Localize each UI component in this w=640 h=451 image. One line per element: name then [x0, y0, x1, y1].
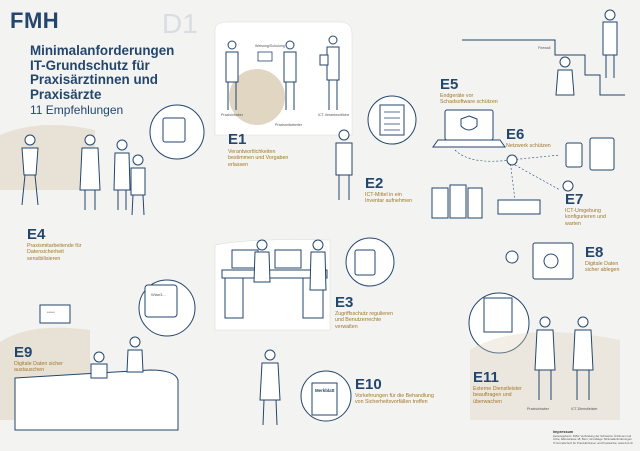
e1-person-middle — [283, 40, 297, 110]
label-merkblatt: Merkblatt — [315, 388, 335, 393]
rec-text-e8: Digitale Daten sicher ablegen — [585, 261, 620, 274]
e10-merkblatt — [311, 382, 338, 416]
e5-firewall-wall — [462, 39, 625, 96]
e2-inventory-list — [379, 104, 405, 136]
e1-person-right — [319, 35, 340, 110]
rec-code-e2: E2 — [365, 175, 384, 192]
e4-lock-tablet — [162, 117, 186, 143]
rec-code-e6: E6 — [506, 126, 525, 143]
rec-text-e9: Digitale Daten sicher austauschen — [14, 361, 63, 374]
label-weisung: Weisung/Schulung — [255, 44, 285, 48]
e2-checklist-lines — [384, 111, 400, 131]
label-ict-dienstleister: ICT-Dienstleister — [571, 407, 598, 411]
e8-safe-dial — [543, 253, 559, 269]
e1-handover-document — [257, 51, 273, 62]
e1-person-left — [225, 40, 239, 110]
rec-code-e8: E8 — [585, 244, 604, 261]
e11-person-left — [534, 316, 556, 400]
e5-shield-icon — [460, 115, 478, 131]
e9-reception-desk — [14, 369, 179, 431]
rec-code-e9: E9 — [14, 344, 33, 361]
e7-router — [497, 199, 541, 215]
e5-laptop-base — [432, 139, 506, 148]
e6-phone — [565, 142, 583, 168]
rec-code-e10: E10 — [355, 376, 382, 393]
poster-subtitle: 11 Empfehlungen — [30, 103, 124, 117]
e6-lock-icon — [506, 154, 518, 166]
rec-text-e11: Externe Dienstleister beauftragen und üb… — [473, 386, 522, 405]
label-ict-verantwortlich: ICT-Verantwortliche — [318, 113, 350, 117]
e4-people — [21, 134, 146, 216]
e3-desk-leg-left — [224, 277, 244, 319]
footnote-text: Herausgeberin: FMH; Verbindung der Schwe… — [553, 434, 634, 445]
e3-people — [253, 239, 327, 291]
e7-gear-icon — [562, 180, 574, 192]
rec-text-e1: Verantwortlichkeiten bestimmen und Vorga… — [228, 149, 289, 168]
rec-code-e7: E7 — [565, 191, 584, 208]
e6-tablet — [589, 137, 615, 171]
e9-envelope — [39, 304, 71, 324]
e9-people — [90, 336, 144, 379]
e7-server-rack — [431, 184, 483, 219]
e3-password-card — [354, 249, 376, 276]
rec-code-e11: E11 — [473, 369, 499, 386]
rec-text-e6: Netzwerk schützen — [506, 143, 551, 149]
rec-text-e3: Zugriffsschutz regulieren und Benutzerre… — [335, 311, 393, 330]
poster-title: Minimalanforderungen IT-Grundschutz für … — [30, 43, 175, 102]
fmh-logo: FMH — [10, 8, 60, 33]
footnote-title: Impressum — [553, 430, 574, 434]
rec-text-e10: Vorkehrungen für die Behandlung von Sich… — [355, 393, 434, 406]
rec-text-e5: Endgeräte vor Schadsoftware schützen — [440, 93, 498, 106]
e2-person — [335, 129, 353, 200]
label-praxisinhaber-e1: Praxisinhaber — [221, 113, 243, 117]
e11-person-right — [572, 316, 594, 400]
rec-text-e4: Praxismitarbeitende für Datensicherheit … — [27, 243, 82, 262]
rec-text-e2: ICT-Mittel in ein Inventar aufnehmen — [365, 192, 413, 205]
label-firewall: Firewall — [538, 46, 551, 50]
rec-code-e1: E1 — [228, 131, 247, 148]
rec-code-e3: E3 — [335, 294, 354, 311]
rec-code-e4: E4 — [27, 226, 46, 243]
e3-monitor-right — [274, 249, 302, 269]
e1-tan-circle — [229, 69, 285, 125]
e3-desk — [221, 269, 328, 279]
rec-text-e7: ICT-Umgebung konfigurieren und warten — [565, 208, 606, 227]
label-praxisinhaber-e11: Praxisinhaber — [527, 407, 549, 411]
e9-phone — [144, 284, 178, 318]
poster-code: D1 — [162, 8, 198, 39]
e8-lock-icon — [505, 250, 519, 264]
firewall-people — [555, 9, 618, 96]
label-praxisarbeiter: Praxismitarbeiter — [275, 123, 302, 127]
label-password: ***** — [47, 310, 55, 315]
label-wlan: Wlan3... — [151, 292, 166, 297]
e11-contract — [483, 297, 513, 333]
rec-code-e5: E5 — [440, 76, 459, 93]
e10-person — [259, 349, 281, 426]
